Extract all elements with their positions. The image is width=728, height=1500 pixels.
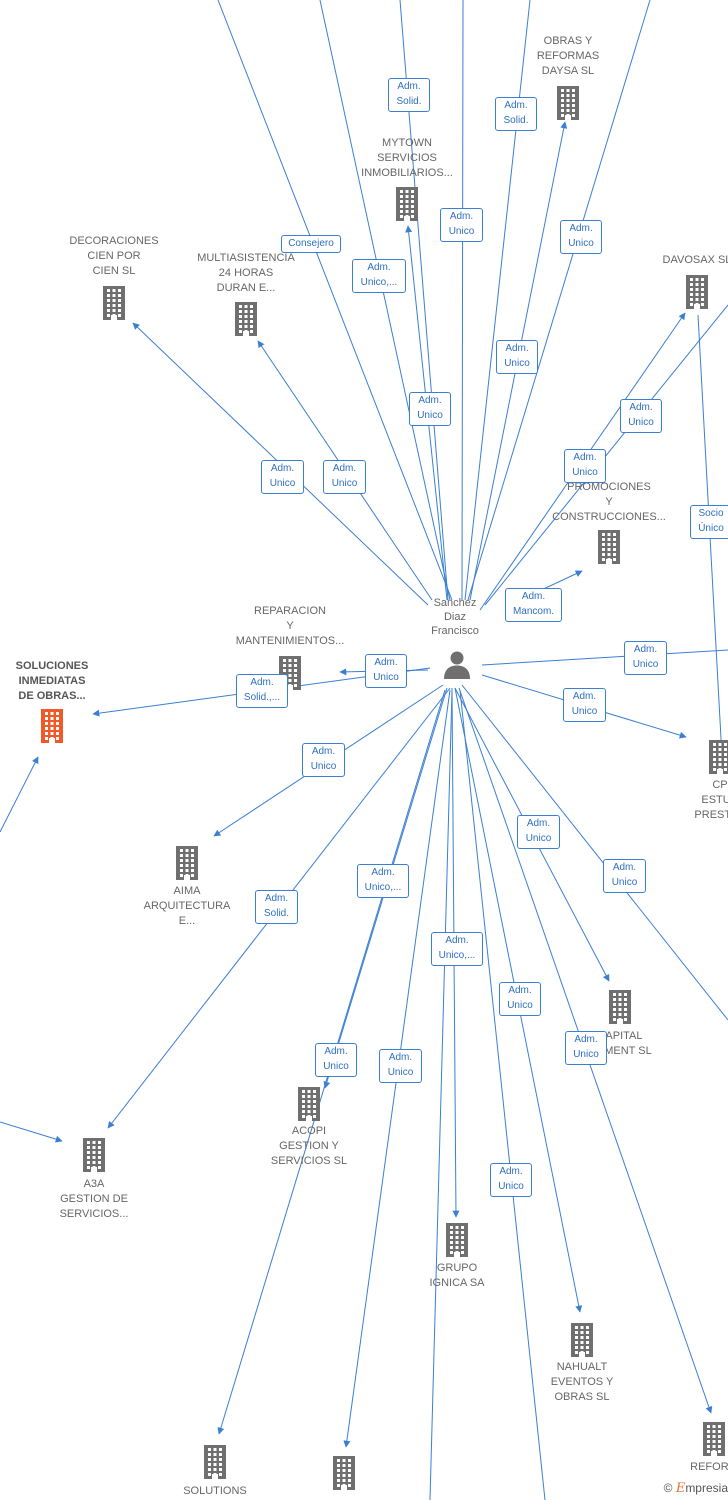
company-label: REFORM (690, 1461, 728, 1473)
edge-role-label: Adm. Solid. (388, 78, 430, 112)
company-label: NAHUALT EVENTOS Y OBRAS SL (550, 1361, 614, 1403)
edge-role-label: Adm. Unico (496, 340, 538, 374)
edge-role-label: Adm. Solid. (255, 890, 298, 924)
building-icon (83, 1138, 105, 1172)
company-label: SOLUTIONS (183, 1485, 247, 1497)
company-label: REPARACION Y MANTENIMIENTOS... (235, 605, 345, 647)
relation-edge (481, 649, 728, 666)
building-icon (298, 1087, 320, 1121)
building-icon (686, 275, 708, 309)
edge-role-label: Adm. Unico,... (431, 932, 483, 966)
company-label: ACOPI GESTION Y SERVICIOS SL (270, 1125, 348, 1167)
building-icon (709, 740, 728, 774)
edge-role-label: Adm. Unico (565, 1031, 607, 1065)
edge-role-label: Adm. Unico (323, 460, 366, 494)
edge-role-label: Adm. Mancom. (505, 588, 562, 622)
company-label: SOLUCIONES INMEDIATAS DE OBRAS... (15, 660, 89, 702)
relation-edge (484, 304, 728, 606)
center-person-label: Sanchez Diaz Francisco (431, 597, 479, 637)
company-label: GRUPO IGNICA SA (429, 1262, 485, 1289)
brand-name: mpresia (685, 1481, 728, 1495)
building-icon (571, 1323, 593, 1357)
brand-logo-letter: E (675, 1481, 686, 1496)
copyright-symbol: © (663, 1481, 673, 1495)
building-icon (396, 187, 418, 221)
building-icon (103, 286, 125, 320)
building-icon (557, 86, 579, 120)
edge-role-label: Adm. Unico (409, 392, 451, 426)
relation-edge (459, 689, 546, 1500)
relation-edge (0, 756, 39, 833)
building-icon (235, 302, 257, 336)
edge-role-label: Adm. Unico (624, 641, 667, 675)
person-icon (444, 651, 470, 679)
building-icon (598, 530, 620, 564)
building-icon (703, 1422, 725, 1456)
edge-role-label: Socio Único (690, 505, 728, 539)
company-label: DAVOSAX SL (662, 254, 728, 266)
edge-role-label: Adm. Unico (620, 399, 662, 433)
company-label: MULTIASISTENCIA 24 HORAS DURAN E... (197, 252, 295, 294)
edge-role-label: Adm. Unico (517, 815, 560, 849)
edge-role-label: Adm. Unico (564, 449, 606, 483)
brand-footer: © Empresia (664, 1481, 728, 1496)
edge-role-label: Adm. Solid. (495, 97, 537, 131)
edge-role-label: Adm. Unico (261, 460, 304, 494)
company-label: DECORACIONES CIEN POR CIEN SL (69, 235, 159, 277)
company-label: AIMA ARQUITECTURA E... (143, 885, 231, 927)
edge-role-label: Consejero (281, 235, 341, 253)
building-icon (446, 1223, 468, 1257)
company-label: A3A GESTION DE SERVICIOS... (59, 1178, 129, 1220)
relation-edge (467, 0, 651, 601)
relation-edge (461, 684, 728, 1021)
relation-edge (319, 0, 451, 601)
relation-edge (217, 0, 453, 601)
relation-edge (0, 1121, 63, 1143)
building-icon (204, 1445, 226, 1479)
edge-role-label: Adm. Unico (603, 859, 646, 893)
edge-role-label: Adm. Unico (302, 743, 345, 777)
edge-role-label: Adm. Unico (499, 982, 541, 1016)
building-icon (333, 1456, 355, 1490)
edge-role-label: Adm. Solid.,... (236, 674, 288, 708)
company-label: MYTOWN SERVICIOS INMOBILIARIOS... (361, 137, 453, 179)
building-icon (176, 846, 198, 880)
edge-role-label: Adm. Unico (379, 1049, 422, 1083)
company-label: OBRAS Y REFORMAS DAYSA SL (536, 35, 600, 77)
edge-role-label: Adm. Unico (563, 688, 606, 722)
edge-role-label: Adm. Unico (560, 220, 602, 254)
relation-edge (461, 0, 464, 601)
company-label: PROMOCIONES Y CONSTRUCCIONES... (552, 481, 666, 523)
edge-role-label: Adm. Unico (365, 654, 407, 688)
relation-edge (429, 689, 453, 1500)
company-label: CP ESTUD PRESTAC (694, 779, 728, 821)
building-icon (41, 709, 63, 743)
edge-role-label: Adm. Unico,... (352, 259, 406, 293)
edge-role-label: Adm. Unico,... (357, 864, 409, 898)
edge-role-label: Adm. Unico (440, 208, 483, 242)
building-icon (609, 990, 631, 1024)
edge-role-label: Adm. Unico (315, 1043, 357, 1077)
edge-role-label: Adm. Unico (490, 1163, 532, 1197)
relation-edge (464, 0, 531, 601)
